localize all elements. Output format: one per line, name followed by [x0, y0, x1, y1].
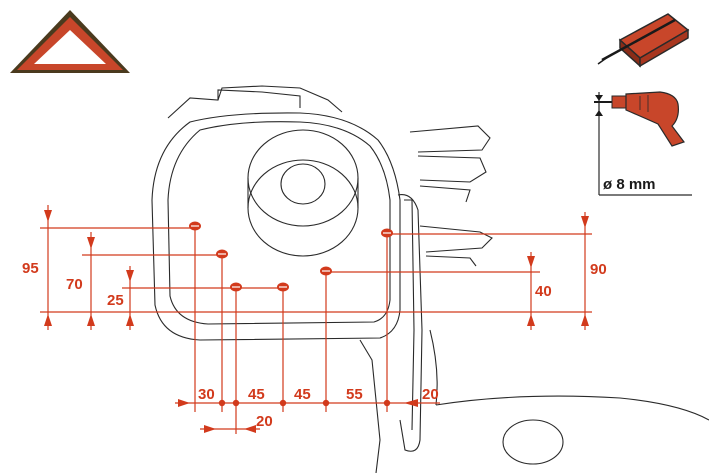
- baseline-points: [218, 399, 391, 407]
- dim-right-outer: 90: [590, 261, 607, 278]
- center-punch-icon: [597, 13, 690, 68]
- drill-spec-box: ø 8 mm: [594, 91, 692, 196]
- dim-right-inner: 40: [535, 283, 552, 300]
- dim-seg-1: 30: [198, 386, 215, 403]
- headlamp-outline-drawing: [151, 85, 709, 473]
- drill-hole-marker: [216, 249, 228, 259]
- dim-seg-3: 45: [294, 386, 311, 403]
- drill-diameter-label: ø 8 mm: [603, 176, 656, 193]
- dim-seg-2: 45: [248, 386, 265, 403]
- dim-left-middle: 70: [66, 276, 83, 293]
- drill-hole-markers: [189, 221, 393, 292]
- dimension-lines: [40, 205, 592, 434]
- dim-lower: 20: [256, 413, 273, 430]
- drill-hole-marker: [189, 221, 201, 231]
- drill-hole-marker: [320, 266, 332, 276]
- dimension-labels: 95 70 25 40 90 30 45 45 55 20 20: [22, 260, 607, 430]
- electric-drill-icon: [594, 91, 685, 147]
- dim-seg-4: 55: [346, 386, 363, 403]
- drill-hole-marker: [277, 282, 289, 292]
- dim-left-inner: 25: [107, 292, 124, 309]
- drill-hole-marker: [381, 228, 393, 238]
- warning-triangle-icon: [10, 10, 130, 73]
- drill-hole-marker: [230, 282, 242, 292]
- dimension-arrowheads: [44, 210, 589, 433]
- dim-left-outer: 95: [22, 260, 39, 277]
- dim-seg-5: 20: [422, 386, 439, 403]
